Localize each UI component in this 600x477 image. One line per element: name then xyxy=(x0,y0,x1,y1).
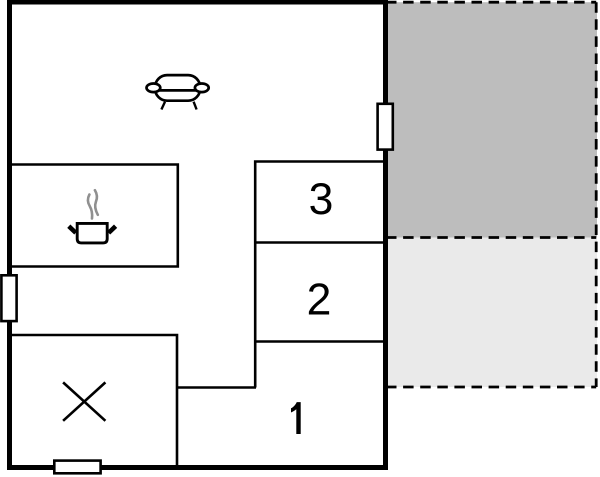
svg-text:3: 3 xyxy=(309,175,334,224)
svg-text:2: 2 xyxy=(307,276,332,325)
